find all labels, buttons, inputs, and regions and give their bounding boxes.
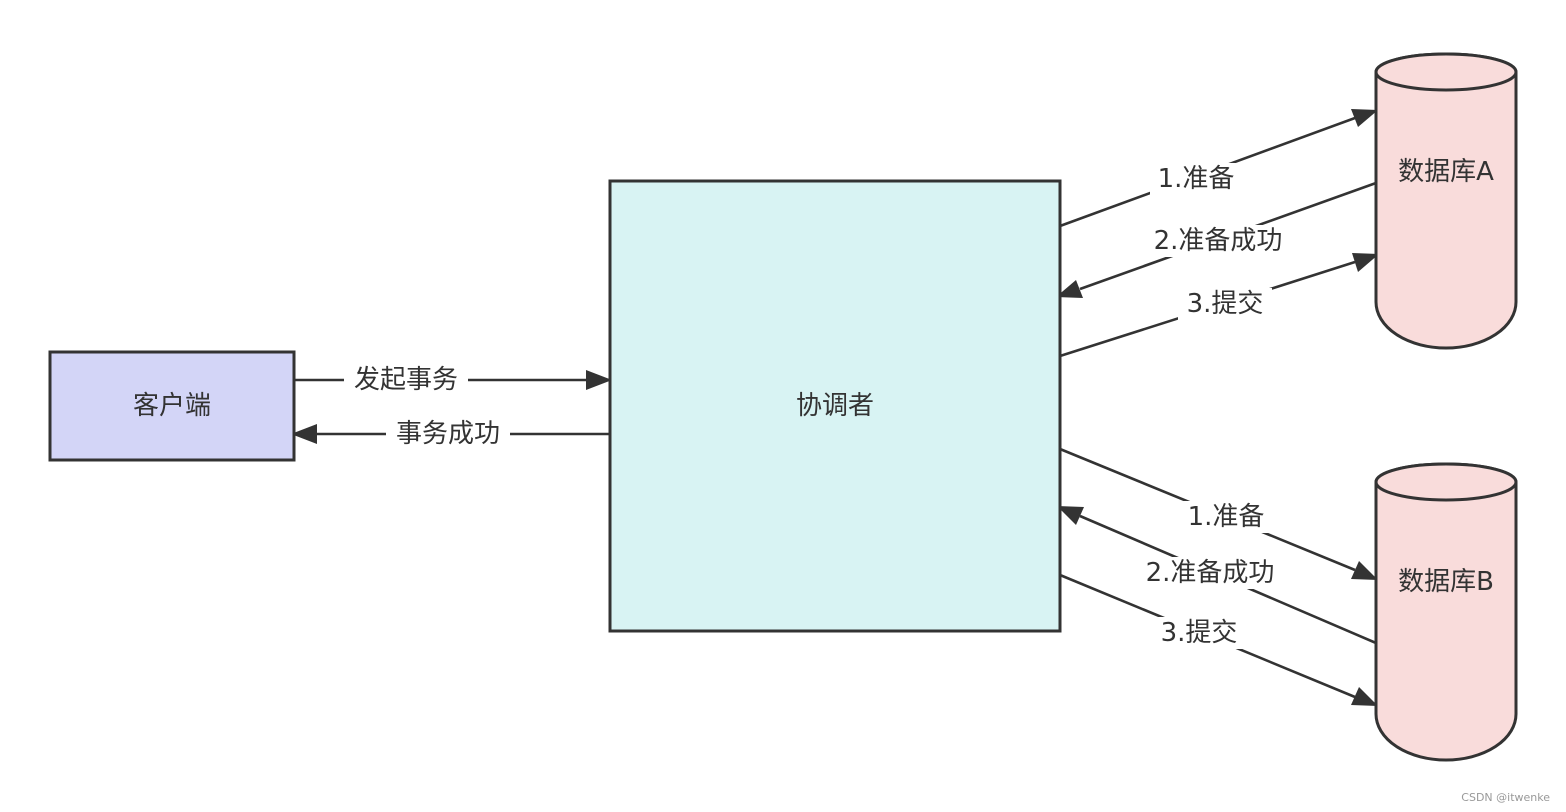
database-a-label: 数据库A	[1398, 157, 1494, 187]
arrowhead	[1351, 687, 1378, 706]
coordinator-label: 协调者	[796, 391, 874, 421]
database-b-label: 数据库B	[1398, 567, 1494, 597]
arrowhead	[1351, 109, 1378, 127]
arrowhead	[291, 424, 317, 444]
coordinator-node: 协调者	[608, 179, 1062, 633]
client-label: 客户端	[133, 391, 211, 421]
edge-label-a-prepare-group: 1.准备	[1150, 163, 1242, 195]
edge-label-start-transaction: 发起事务	[354, 365, 458, 395]
client-node: 客户端	[48, 350, 296, 462]
watermark: CSDN @itwenke	[1461, 791, 1550, 804]
arrowhead	[586, 370, 612, 390]
arrowhead	[1057, 506, 1084, 525]
edge-label-b-prepare: 1.准备	[1188, 502, 1265, 532]
edge-label-a-prepare-success: 2.准备成功	[1154, 226, 1283, 256]
arrowhead	[1352, 253, 1379, 272]
arrowhead	[1056, 280, 1083, 298]
edge-label-b-prepare-success: 2.准备成功	[1146, 558, 1275, 588]
edge-label-a-prepare: 1.准备	[1158, 164, 1235, 194]
edge-label-b-prepare-success-group: 2.准备成功	[1134, 557, 1286, 589]
edge-label-a-commit-group: 3.提交	[1178, 288, 1272, 320]
edge-label-transaction-success-group: 事务成功	[386, 418, 510, 450]
database-a-node: 数据库A	[1374, 52, 1518, 350]
edge-label-b-commit-group: 3.提交	[1152, 617, 1246, 649]
edge-label-a-prepare-success-group: 2.准备成功	[1142, 225, 1294, 257]
edge-label-start-transaction-group: 发起事务	[344, 364, 468, 396]
edge-label-a-commit: 3.提交	[1187, 289, 1264, 319]
edge-label-b-commit: 3.提交	[1161, 618, 1238, 648]
arrowhead	[1351, 561, 1378, 580]
edge-label-b-prepare-group: 1.准备	[1180, 501, 1272, 533]
database-b-node: 数据库B	[1374, 462, 1518, 762]
edge-label-transaction-success: 事务成功	[396, 419, 500, 449]
